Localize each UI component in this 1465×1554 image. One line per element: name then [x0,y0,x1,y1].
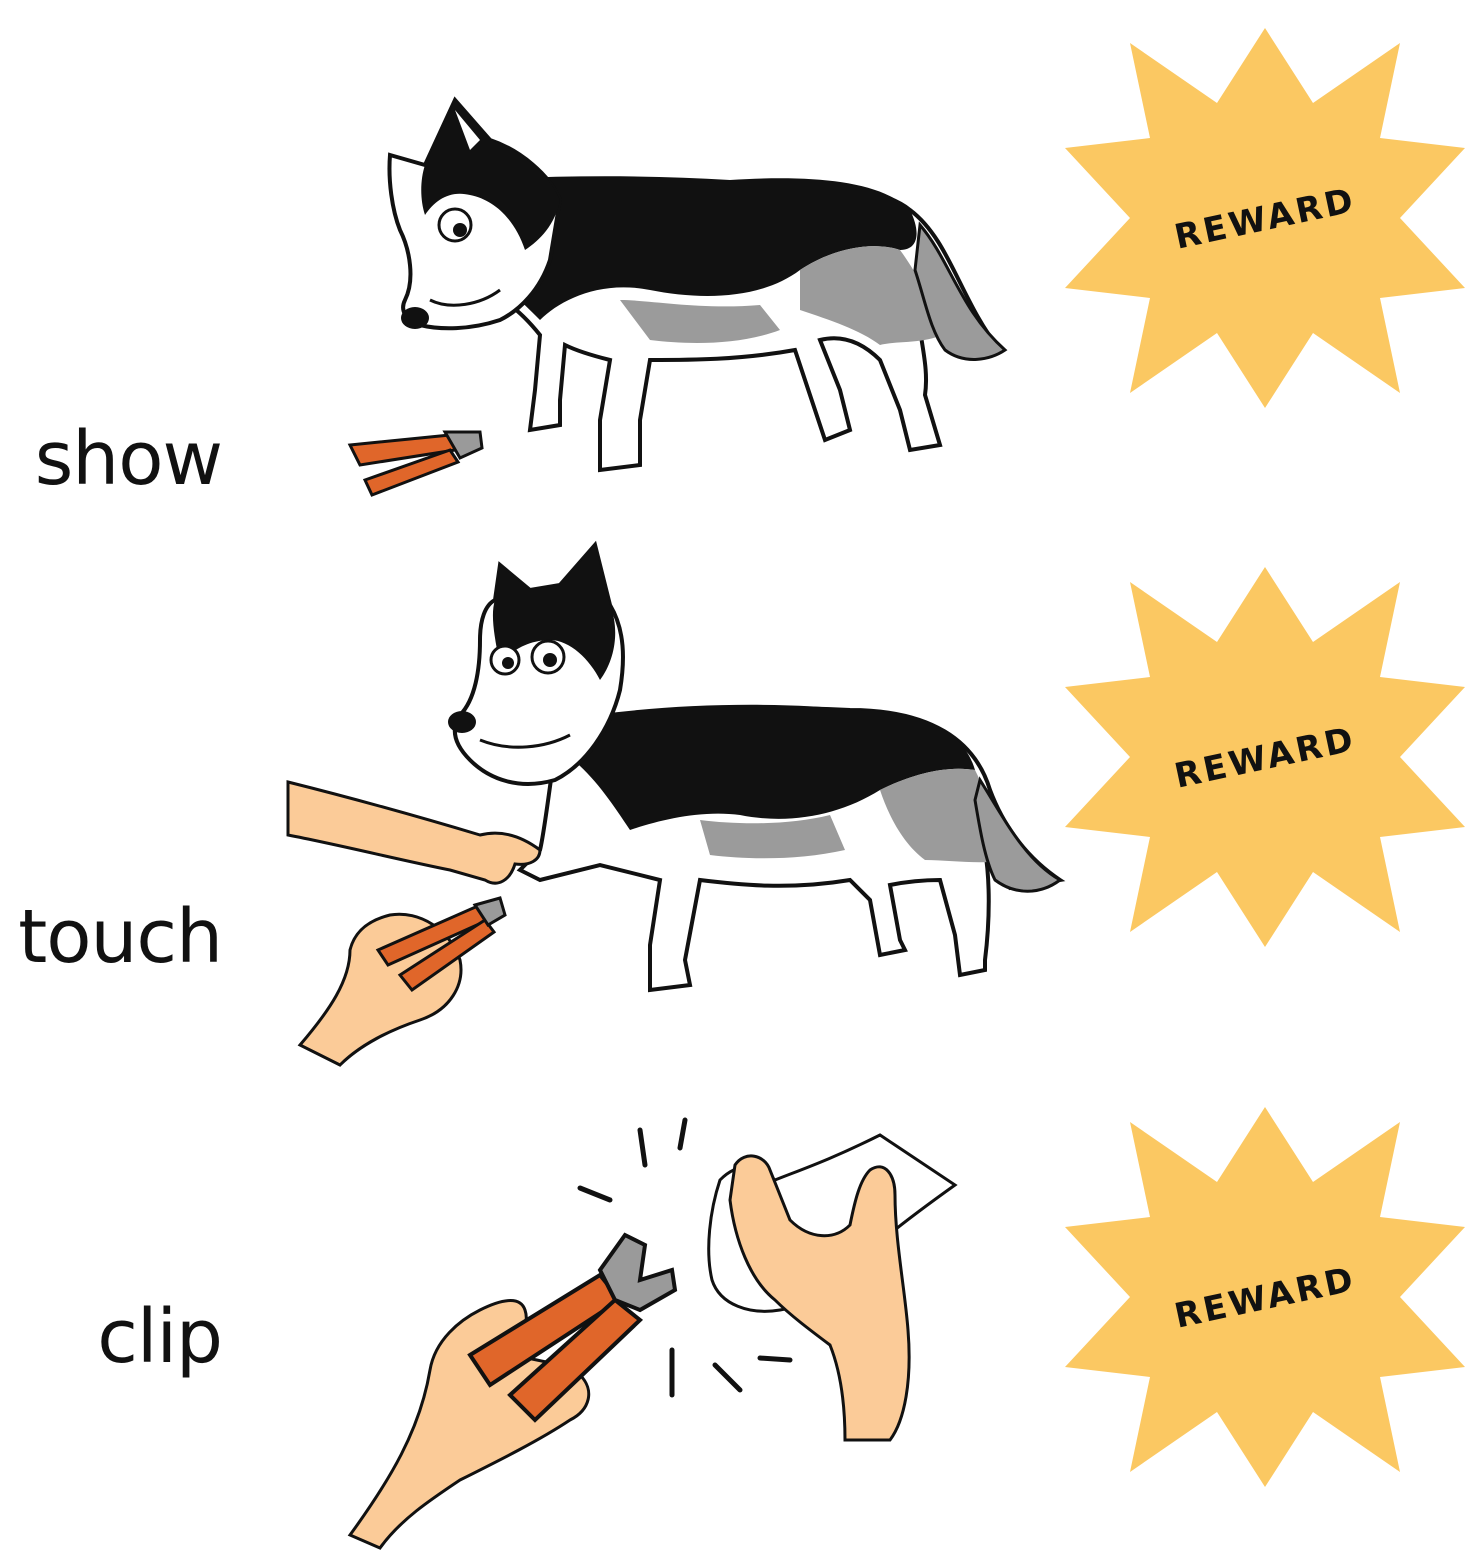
reward-burst-touch: REWARD [1065,567,1465,947]
reward-burst-clip: REWARD [1065,1107,1465,1487]
hand-with-clipper [300,898,505,1065]
hand-icon [288,782,540,883]
reward-burst-show: REWARD [1065,28,1465,408]
dog-touch [448,545,1060,990]
hand-with-clipper-clip [350,1235,675,1548]
nail-clipper-icon [350,432,482,495]
dog-show [389,100,1005,470]
